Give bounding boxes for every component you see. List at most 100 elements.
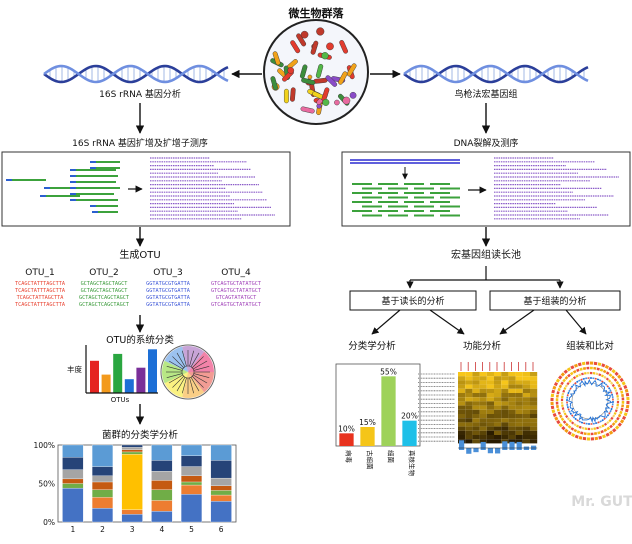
heatmap-cell xyxy=(522,401,530,406)
otus-axis-label: OTUs xyxy=(111,396,130,404)
heatmap-cell xyxy=(530,418,538,423)
heatmap-cell xyxy=(501,414,509,419)
otu-name-4: OTU_4 xyxy=(221,268,251,278)
heatmap-cell xyxy=(479,380,487,385)
heatmap-cell xyxy=(508,393,516,398)
heatmap-cell xyxy=(465,372,473,377)
microbe-rod xyxy=(310,40,319,55)
stack-segment xyxy=(210,501,232,523)
heatmap-cell xyxy=(458,384,466,389)
stack-segment xyxy=(121,509,143,515)
heatmap-cell xyxy=(494,418,502,423)
otu-sequence: GTCAGTGCTATATGCT xyxy=(211,302,261,308)
heatmap-cell xyxy=(522,418,530,423)
label-read-pool: 宏基因组读长池 xyxy=(451,248,521,261)
heatmap-cell xyxy=(479,426,487,431)
abundance-bar xyxy=(136,367,146,393)
kingdom-value-label: 10% xyxy=(338,424,355,433)
stack-segment xyxy=(151,500,173,512)
heatmap-cell xyxy=(494,435,502,440)
stack-segment xyxy=(62,469,84,480)
heatmap-cell xyxy=(486,401,494,406)
heatmap-cell xyxy=(522,372,530,377)
heatmap-cell xyxy=(508,376,516,381)
heatmap-cell xyxy=(494,372,502,377)
heatmap-cell xyxy=(486,414,494,419)
heatmap-cell xyxy=(472,414,480,419)
kingdom-category-label: 古细菌 xyxy=(366,450,375,470)
heatmap-cell xyxy=(458,422,466,427)
microbe-rod xyxy=(339,40,348,54)
heatmap-cell xyxy=(472,430,480,435)
heatmap-cell xyxy=(472,388,480,393)
assembly-based-box xyxy=(489,290,621,311)
microbe-rod xyxy=(325,75,338,87)
compare-label: 组装和比对 xyxy=(566,340,614,352)
microbe-rod xyxy=(296,33,307,47)
heatmap-cell xyxy=(494,405,502,410)
microbe-rod xyxy=(315,63,324,79)
heatmap-cell xyxy=(465,380,473,385)
heatmap-cell xyxy=(508,401,516,406)
kingdom-category-label: 病毒 xyxy=(345,450,354,464)
stack-segment xyxy=(210,444,232,461)
heatmap-cell xyxy=(501,393,509,398)
heatmap-cell xyxy=(508,435,516,440)
heatmap-cell xyxy=(458,409,466,414)
heatmap-cell xyxy=(501,388,509,393)
stack-segment xyxy=(121,449,143,453)
category-tick: 3 xyxy=(130,525,135,534)
stack-segment xyxy=(151,511,173,523)
kingdom-category-label: 真核生物 xyxy=(408,450,417,477)
heatmap-cell xyxy=(530,435,538,440)
otu-sequence: GCTAGCTCAGCTAGCT xyxy=(79,302,129,308)
label-taxonomy-analysis: 菌群的分类学分析 xyxy=(102,429,179,441)
heatmap-cell xyxy=(465,409,473,414)
heatmap-cell xyxy=(530,414,538,419)
stack-segment xyxy=(180,484,203,495)
stack-segment xyxy=(62,487,84,523)
heatmap-cell xyxy=(508,409,516,414)
abundance-bar xyxy=(148,349,157,393)
heatmap-cell xyxy=(479,405,487,410)
heatmap-cell xyxy=(508,418,516,423)
heatmap-cell xyxy=(530,393,538,398)
heatmap-cell xyxy=(479,418,487,423)
heatmap-cell xyxy=(465,401,473,406)
heatmap-cell xyxy=(515,376,523,381)
heatmap-cell xyxy=(522,430,530,435)
microbe-rod xyxy=(338,71,348,85)
dna-helix-left-icon xyxy=(43,64,229,84)
heatmap-cell xyxy=(458,372,466,377)
heatmap-cell xyxy=(458,401,466,406)
heatmap-cell xyxy=(458,430,466,435)
heatmap-cell xyxy=(465,384,473,389)
microbe-coccus xyxy=(322,98,330,106)
kingdom-category-label: 细菌 xyxy=(387,450,396,464)
heatmap-bar xyxy=(480,441,486,450)
heatmap-cell xyxy=(530,405,538,410)
heatmap-cell xyxy=(472,435,480,440)
heatmap-cell xyxy=(522,384,530,389)
y-tick: 50% xyxy=(38,480,55,489)
heatmap-cell xyxy=(494,393,502,398)
heatmap-cell xyxy=(508,430,516,435)
heatmap-cell xyxy=(472,401,480,406)
heatmap-cell xyxy=(479,409,487,414)
heatmap-cell xyxy=(508,405,516,410)
heatmap-cell xyxy=(472,393,480,398)
heatmap-cell xyxy=(486,435,494,440)
otu-sequence: GTCAGTGCTATATGCT xyxy=(211,288,261,294)
heatmap-cell xyxy=(515,388,523,393)
heatmap-cell xyxy=(472,380,480,385)
heatmap-cell xyxy=(501,405,509,410)
heatmap-cell xyxy=(530,426,538,431)
kingdom-value-label: 15% xyxy=(359,418,376,427)
heatmap-cell xyxy=(486,405,494,410)
heatmap-cell xyxy=(486,380,494,385)
heatmap-cell xyxy=(472,384,480,389)
heatmap-cell xyxy=(486,372,494,377)
abundance-bar xyxy=(90,360,99,393)
